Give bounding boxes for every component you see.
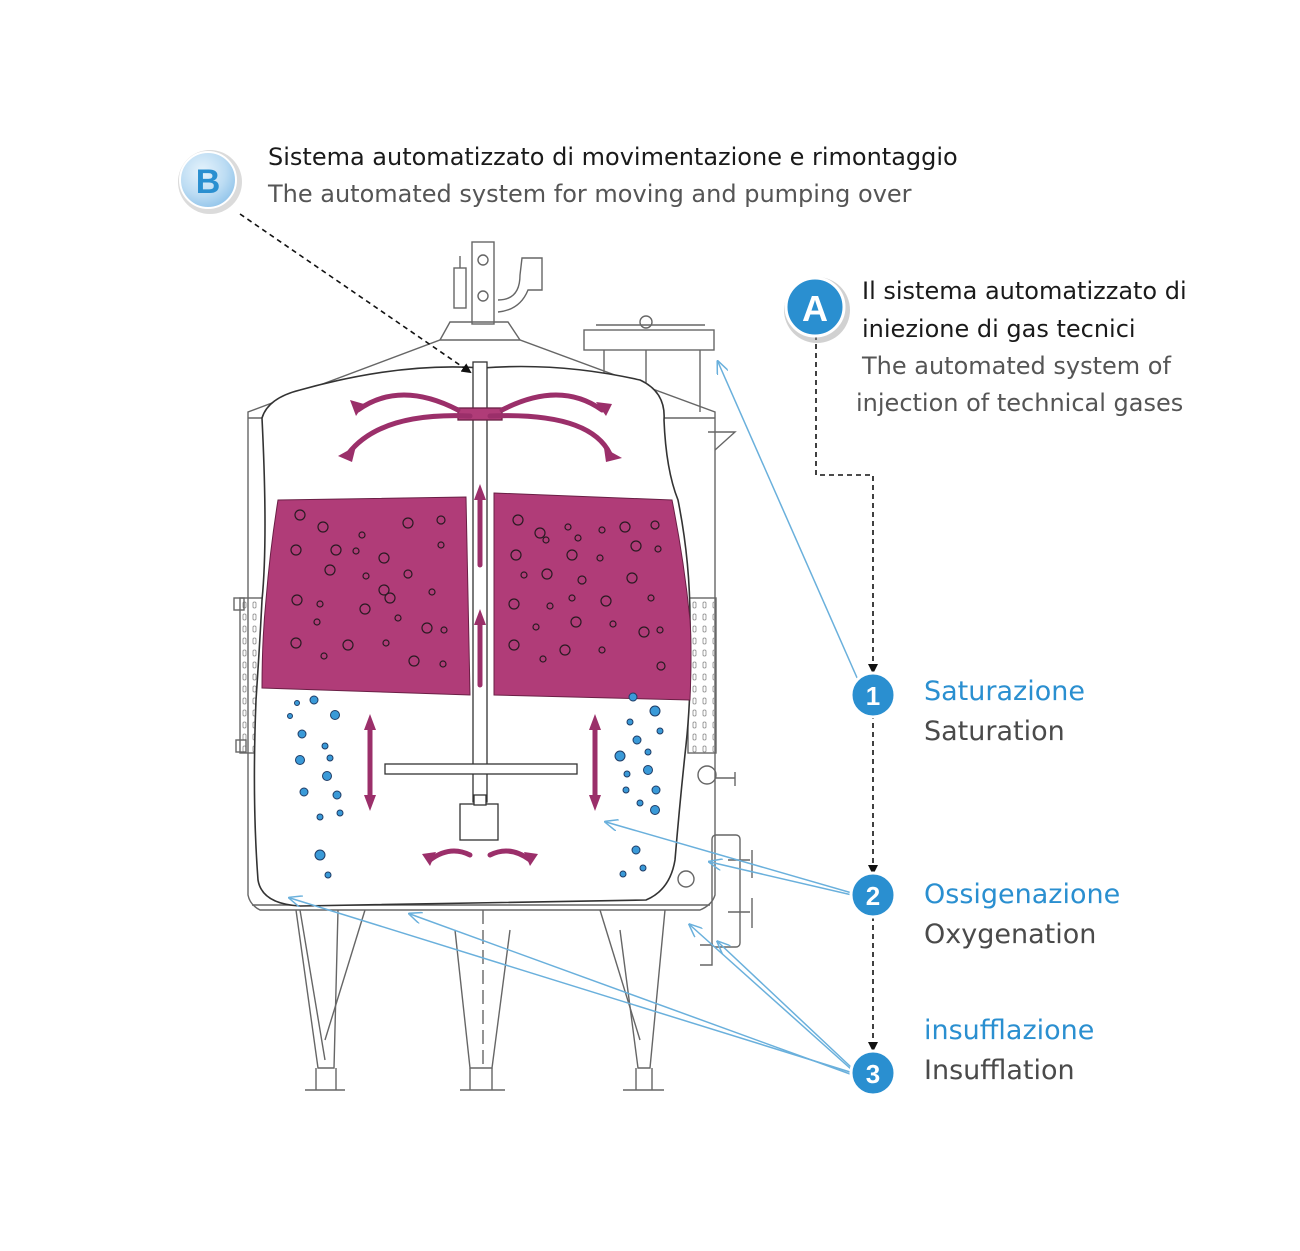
callout-a-title-it-2: iniezione di gas tecnici: [862, 315, 1136, 343]
step-badge-2: 2: [849, 871, 897, 919]
callout-b-title-en: The automated system for moving and pump…: [268, 180, 912, 208]
agitator: [384, 361, 578, 841]
co2-bubbles: [290, 509, 666, 671]
blue-leaders: [290, 362, 859, 1075]
wine-mass: [261, 492, 692, 701]
step-2-label-en: Oxygenation: [924, 919, 1097, 950]
badge-a-letter: A: [802, 288, 828, 329]
step-3-label-en: Insufflation: [924, 1055, 1075, 1086]
callout-a-title-en-1: The automated system of: [862, 352, 1171, 380]
oxygen-bubbles: [287, 692, 664, 879]
flow-arrows: [345, 392, 613, 863]
badge-b-letter: B: [196, 163, 221, 201]
step-badge-2-number: 2: [866, 881, 880, 911]
step-1-label-it: Saturazione: [924, 676, 1085, 707]
step-3-label-it: insufflazione: [924, 1015, 1095, 1046]
step-badge-3: 3: [849, 1049, 897, 1097]
step-2-label-it: Ossigenazione: [924, 879, 1121, 910]
callout-b-title-it: Sistema automatizzato di movimentazione …: [268, 143, 958, 171]
callout-a-title-it-1: Il sistema automatizzato di: [862, 277, 1187, 305]
callout-a-title-en-2: injection of technical gases: [856, 389, 1184, 417]
step-badge-1-number: 1: [866, 681, 880, 711]
badge-b: B: [178, 150, 242, 214]
badge-a: A: [784, 276, 850, 343]
step-1-label-en: Saturation: [924, 716, 1065, 747]
flow-arrowheads: [338, 400, 622, 866]
step-badge-1: 1: [849, 671, 897, 719]
dashed-leaders: [239, 213, 878, 1052]
step-badge-3-number: 3: [866, 1059, 880, 1089]
